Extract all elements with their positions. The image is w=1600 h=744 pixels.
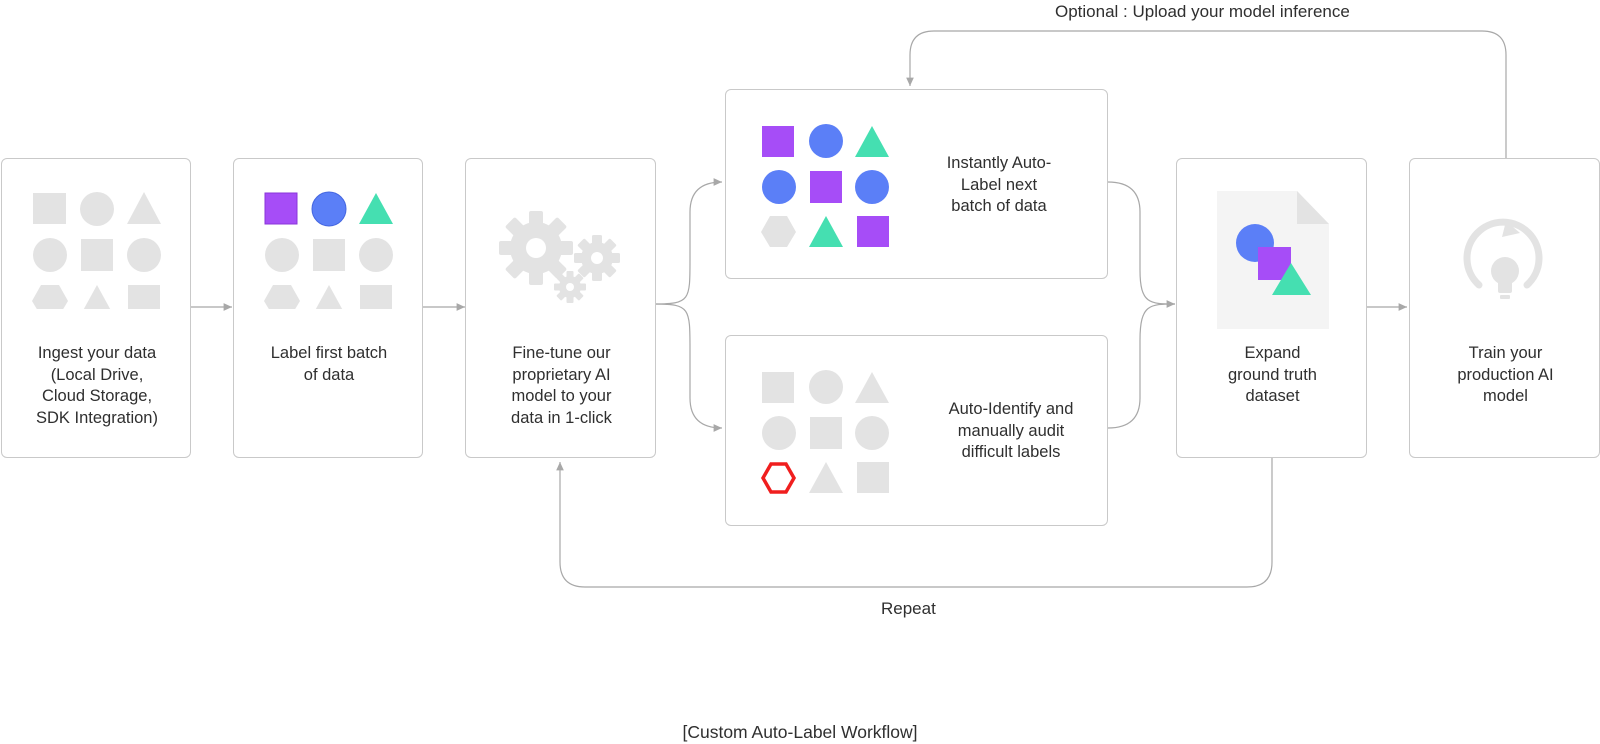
step-auto-label-label: Instantly Auto- Label next batch of data <box>946 154 1052 215</box>
gear-icon <box>499 211 620 303</box>
audit-shapes-grid <box>760 370 889 494</box>
diagram-caption: [Custom Auto-Label Workflow] <box>682 722 918 742</box>
branch-to-autolabel <box>654 178 723 305</box>
merge-from-audit <box>1107 303 1176 429</box>
step-label-first-box: Label first batch of data <box>233 158 423 458</box>
repeat-label: Repeat <box>881 599 936 618</box>
step-finetune-box: Fine-tune our proprietary AI model to yo… <box>465 158 656 458</box>
labeled-shapes-grid <box>264 191 393 309</box>
step-train-label: Train your production AI model <box>1457 344 1554 405</box>
flagged-hexagon-icon <box>760 462 797 494</box>
merge-from-autolabel <box>1107 181 1176 308</box>
step-expand-label: Expand ground truth dataset <box>1228 344 1317 405</box>
auto-labeled-shapes-grid <box>761 124 889 247</box>
step-audit-box: Auto-Identify and manually audit difficu… <box>725 335 1108 526</box>
step-ingest-label: Ingest your data (Local Drive, Cloud Sto… <box>36 344 158 427</box>
optional-upload-label: Optional : Upload your model inference <box>1055 2 1350 21</box>
refresh-bulb-icon <box>1463 218 1543 299</box>
repeat-loop <box>556 458 1273 588</box>
document-icon <box>1217 191 1329 329</box>
branch-to-audit <box>654 303 723 432</box>
step-label-first-label: Label first batch of data <box>270 344 388 384</box>
step-expand-box: Expand ground truth dataset <box>1176 158 1367 458</box>
step-ingest-box: Ingest your data (Local Drive, Cloud Sto… <box>1 158 191 458</box>
step-audit-label: Auto-Identify and manually audit difficu… <box>948 400 1074 461</box>
gray-shapes-grid <box>32 192 161 309</box>
step-finetune-label: Fine-tune our proprietary AI model to yo… <box>511 344 612 427</box>
step-auto-label-box: Instantly Auto- Label next batch of data <box>725 89 1108 279</box>
step-train-box: Train your production AI model <box>1409 158 1600 458</box>
optional-loop <box>906 30 1507 158</box>
